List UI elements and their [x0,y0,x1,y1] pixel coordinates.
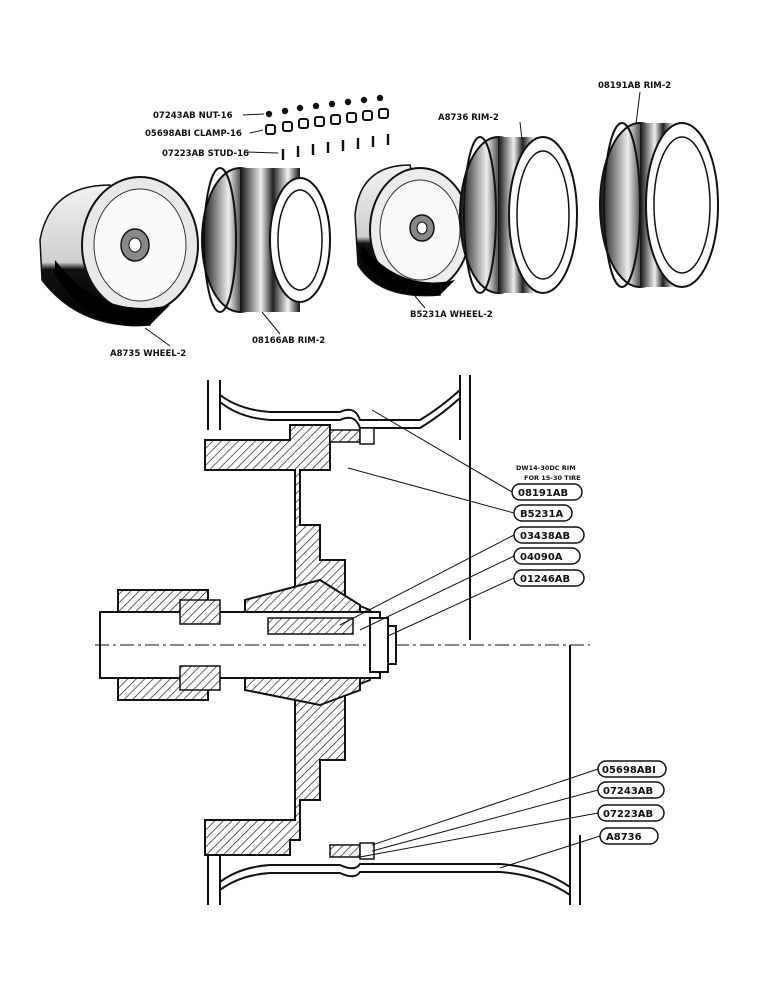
part-label-stud: 07223AB STUD-16 [162,149,279,159]
svg-text:07243AB: 07243AB [603,786,653,797]
wheel-b5231a [354,164,471,297]
rim-section-outline [207,375,581,905]
callout-07223ab: 07223AB [597,804,665,822]
svg-text:07223AB: 07223AB [603,809,653,820]
svg-text:A8736 RIM-2: A8736 RIM-2 [438,113,499,123]
rim-a8736 [459,136,578,294]
svg-text:04090A: 04090A [520,552,563,563]
svg-text:B5231A WHEEL-2: B5231A WHEEL-2 [410,310,493,320]
svg-text:05698ABI CLAMP-16: 05698ABI CLAMP-16 [145,129,242,139]
rim-note-line-2: FOR 15-30 TIRE [524,474,581,482]
callout-b5231a: B5231A [513,504,573,522]
svg-text:08166AB RIM-2: 08166AB RIM-2 [252,336,325,346]
stud-row [281,134,390,160]
callout-a8736: A8736 [599,827,659,845]
callout-01246ab: 01246AB [513,569,585,587]
rim-bolt-bottom [329,842,375,860]
callout-08191ab: 08191AB [511,483,583,501]
svg-text:03438AB: 03438AB [520,531,570,542]
callout-05698abi: 05698ABI [597,760,667,778]
clamp-row [265,108,389,135]
part-label-clamp: 05698ABI CLAMP-16 [145,129,264,139]
svg-text:08191AB: 08191AB [518,488,568,499]
spindle [95,589,590,701]
part-label-rim-08191ab: 08191AB RIM-2 [598,81,671,125]
svg-text:05698ABI: 05698ABI [602,765,656,776]
nut-row [265,94,384,118]
part-label-rim-08166ab: 08166AB RIM-2 [252,311,325,346]
rim-08166ab [201,167,331,313]
part-label-nut: 07243AB NUT-16 [153,111,265,121]
callout-leaders [339,409,601,869]
svg-text:01246AB: 01246AB [520,574,570,585]
rim-note-line-1: DW14-30DC RIM [516,464,576,472]
svg-text:08191AB RIM-2: 08191AB RIM-2 [598,81,671,91]
part-label-wheel-b5231a: B5231A WHEEL-2 [410,295,493,320]
callout-04090a: 04090A [513,547,581,565]
exploded-view: 07243AB NUT-16 05698ABI CLAMP-16 07223AB… [39,81,719,359]
svg-text:07243AB NUT-16: 07243AB NUT-16 [153,111,233,121]
part-label-rim-a8736: A8736 RIM-2 [438,113,523,141]
wheel-a8735 [39,176,199,327]
svg-text:A8736: A8736 [606,832,642,843]
rim-bolt-top [329,427,375,445]
callout-03438ab: 03438AB [513,526,585,544]
svg-text:A8735 WHEEL-2: A8735 WHEEL-2 [110,349,186,359]
svg-text:B5231A: B5231A [520,509,563,520]
svg-text:07223AB STUD-16: 07223AB STUD-16 [162,149,249,159]
part-label-wheel-a8735: A8735 WHEEL-2 [110,327,186,359]
callout-07243ab: 07243AB [597,781,665,799]
section-view: DW14-30DC RIM FOR 15-30 TIRE 08191AB B52… [95,375,667,905]
rim-08191ab [599,122,719,288]
